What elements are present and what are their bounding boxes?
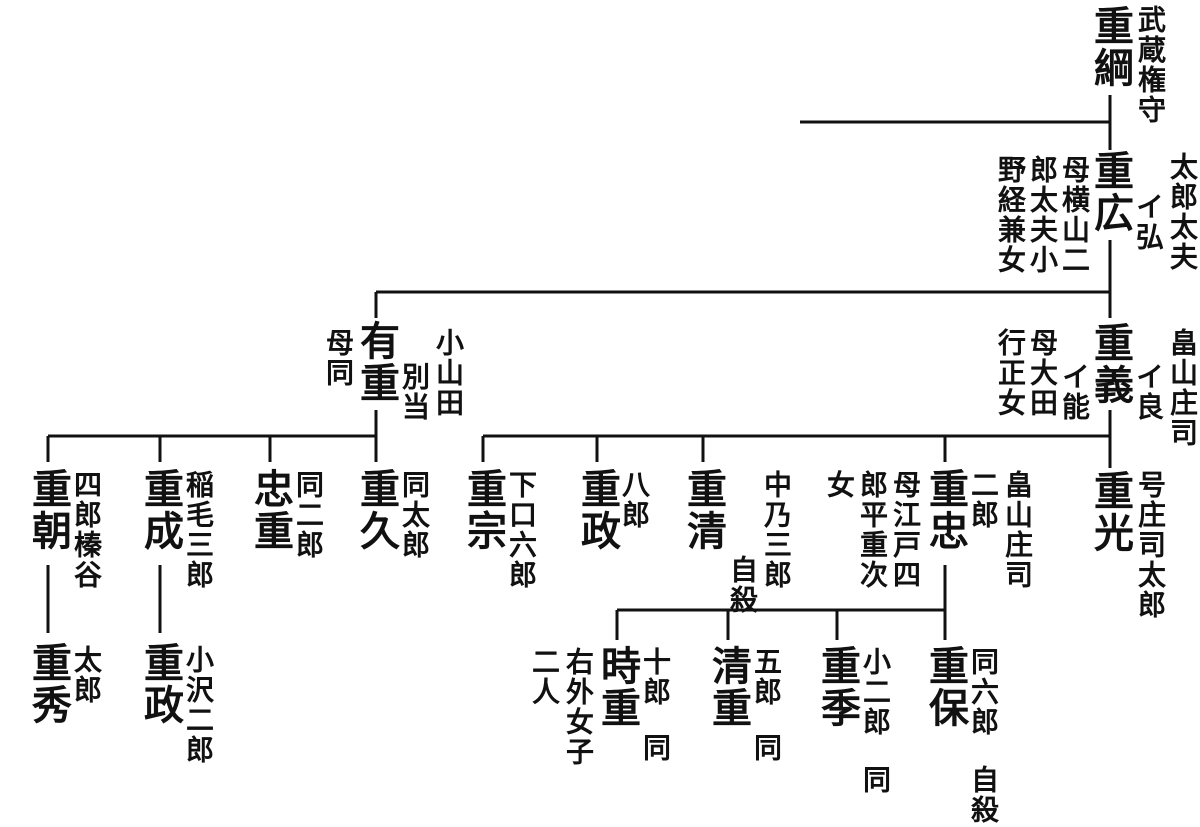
note-shigeyoshi-1: 畠山庄司: [1166, 328, 1199, 448]
note-tokishige-3: 右外女子: [562, 647, 595, 767]
note-shigemasa: 八郎: [618, 470, 651, 530]
person-tadashige: 忠重: [247, 468, 293, 552]
note-shigesue-1: 小二郎: [859, 647, 892, 737]
person-shigemitsu: 重光: [1087, 470, 1133, 554]
note-shigenari: 稲毛三郎: [182, 470, 215, 590]
note-shigemitsu: 号庄司太郎: [1134, 470, 1167, 620]
person-shigetada: 重忠: [922, 468, 968, 552]
note-shigehiro-1: 太郎太夫: [1166, 152, 1199, 272]
note-shigeyoshi-2: イ良: [1132, 362, 1165, 422]
mother-shigetada-2: 郎平重次: [856, 470, 889, 590]
note-shigeyasu-2: 自殺: [967, 765, 1000, 825]
person-arishige: 有重: [353, 320, 399, 404]
mother-arishige: 母同: [322, 328, 355, 388]
person-shigehiro: 重広: [1087, 150, 1133, 234]
mother-shigehiro-1: 母横山二: [1058, 155, 1091, 275]
note-arishige-1: 別当: [398, 362, 431, 422]
note-shigetada-1: 畠山庄司: [1001, 470, 1034, 590]
note-shigemune: 下口六郎: [505, 470, 538, 590]
note-shigeyasu-1: 同六郎: [967, 647, 1000, 737]
mother-shigetada-3: 女: [823, 470, 856, 500]
note-tadashige: 同二郎: [292, 470, 325, 560]
note-shigemasa-ozawa: 小沢二郎: [182, 645, 215, 765]
note-shigehiro-2: イ弘: [1132, 192, 1165, 252]
person-shigeyasu: 重保: [922, 645, 968, 729]
note-kiyoshige-2: 同: [750, 733, 783, 763]
person-tokishige: 時重: [594, 645, 640, 729]
person-shigenari: 重成: [137, 468, 183, 552]
person-shigehisa: 重久: [353, 468, 399, 552]
note-shigehisa: 同太郎: [398, 470, 431, 560]
person-shigeyoshi: 重義: [1087, 322, 1133, 406]
note-kiyoshige-1: 五郎: [750, 647, 783, 707]
note-shigekiyo-2: 自殺: [726, 555, 759, 615]
person-kiyoshige: 清重: [705, 645, 751, 729]
person-shigetsuna: 重綱: [1087, 5, 1133, 89]
note-tokishige-1: 十郎: [639, 647, 672, 707]
person-shigetomo: 重朝: [25, 468, 71, 552]
note-arishige-2: 小山田: [432, 328, 465, 418]
person-shigemasa: 重政: [574, 468, 620, 552]
mother-shigehiro-3: 野経兼女: [994, 155, 1027, 275]
person-shigehide: 重秀: [25, 642, 71, 726]
note-shigetomo: 四郎榛谷: [70, 470, 103, 590]
person-shigemune: 重宗: [460, 468, 506, 552]
person-shigesue: 重季: [814, 645, 860, 729]
note-tokishige-2: 同: [639, 733, 672, 763]
note-shigesue-2: 同: [859, 765, 892, 795]
mother-shigetada-1: 母江戸四: [889, 470, 922, 590]
person-shigemasa-ozawa: 重政: [137, 642, 183, 726]
note-tokishige-4: 二人: [528, 647, 561, 707]
note-shigekiyo-1: 中乃三郎: [760, 470, 793, 590]
mother-shigehiro-2: 郎太夫小: [1026, 155, 1059, 275]
note-shigeyoshi-3: イ能: [1058, 362, 1091, 422]
note-shigehide: 太郎: [70, 645, 103, 705]
mother-shigeyoshi-1: 母大田: [1026, 328, 1059, 418]
note-shigetada-2: 二郎: [967, 470, 1000, 530]
note-shigetsuna: 武蔵権守: [1134, 5, 1167, 125]
mother-shigeyoshi-2: 行正女: [994, 328, 1027, 418]
person-shigekiyo: 重清: [680, 468, 726, 552]
